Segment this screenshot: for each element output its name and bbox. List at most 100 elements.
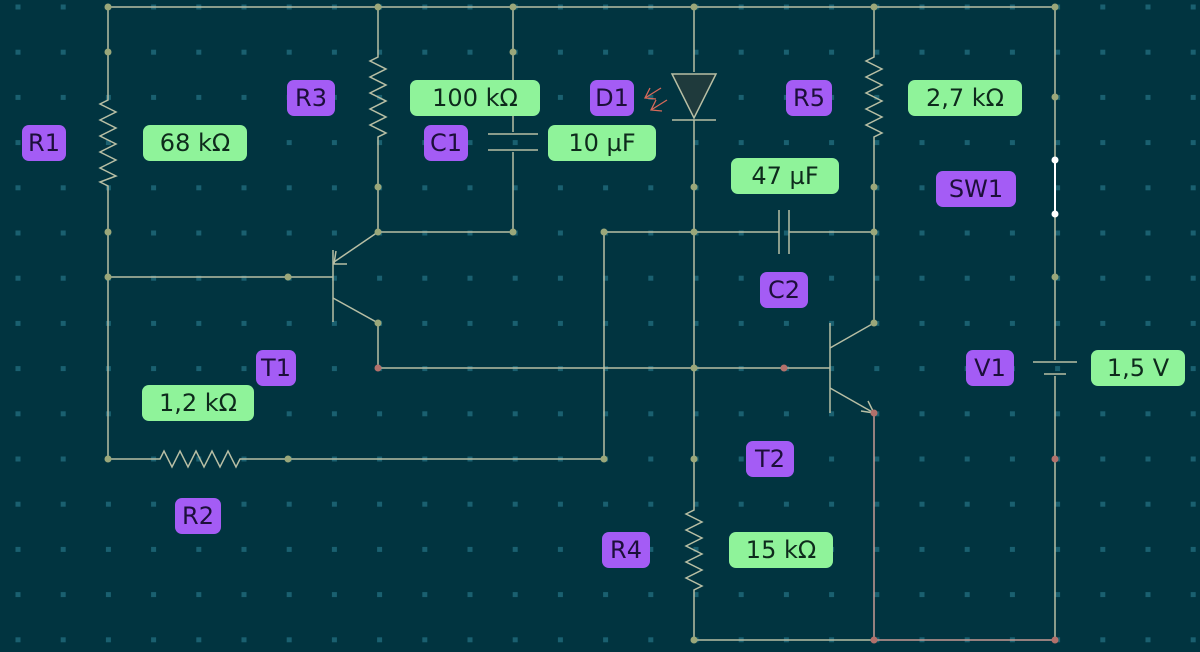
wire-node[interactable] [104, 455, 112, 463]
wire-node[interactable] [104, 3, 112, 11]
grid-dot [738, 230, 744, 236]
wire-node[interactable] [1051, 3, 1059, 11]
resistor-icon[interactable] [98, 52, 884, 595]
t2-designator-label[interactable]: T2 [746, 441, 794, 477]
grid-dot [286, 592, 292, 598]
c1-designator-label[interactable]: C1 [424, 125, 468, 161]
wire-node[interactable] [870, 228, 878, 236]
led-icon[interactable] [643, 73, 718, 121]
wire-node[interactable] [690, 636, 698, 644]
wire-node[interactable] [780, 364, 788, 372]
wire-node[interactable] [690, 3, 698, 11]
r5-value-label[interactable]: 2,7 kΩ [908, 80, 1022, 116]
wire-node[interactable] [870, 319, 878, 327]
d1-triangle[interactable] [670, 73, 718, 120]
r2-symbol[interactable] [155, 449, 243, 469]
r1-symbol[interactable] [98, 95, 118, 190]
wire-c2-node[interactable] [603, 231, 694, 459]
wire-node[interactable] [374, 319, 382, 327]
grid-dot [1190, 456, 1196, 462]
wire-node[interactable] [1051, 455, 1059, 463]
v1-designator-label[interactable]: V1 [966, 350, 1014, 386]
r4-value-label[interactable]: 15 kΩ [729, 532, 833, 568]
wire-t1-collector[interactable] [332, 297, 784, 369]
wire-node[interactable] [509, 3, 517, 11]
r1-value-label[interactable]: 68 kΩ [143, 125, 247, 161]
grid-dot [919, 501, 925, 507]
c1-value-label[interactable]: 10 µF [548, 125, 656, 161]
wire-node[interactable] [870, 409, 878, 417]
wire-node[interactable] [284, 273, 292, 281]
grid-dot [1145, 637, 1151, 643]
c2-designator-label[interactable]: C2 [760, 272, 808, 308]
grid-dot [1100, 411, 1106, 417]
r3-symbol[interactable] [368, 52, 388, 142]
d1-designator-label[interactable]: D1 [590, 80, 634, 116]
sw1-contact-bottom[interactable] [1051, 210, 1059, 218]
grid-dot [693, 411, 699, 417]
grid-dot [512, 501, 518, 507]
r4-symbol[interactable] [684, 505, 704, 595]
wire-node[interactable] [284, 455, 292, 463]
r3-value-label[interactable]: 100 kΩ [410, 80, 540, 116]
grid-dot [874, 546, 880, 552]
wire-node[interactable] [690, 364, 698, 372]
r4-designator-label[interactable]: R4 [602, 532, 650, 568]
c2-value-label[interactable]: 47 µF [731, 158, 839, 194]
grid-dot [693, 275, 699, 281]
r2-value-label[interactable]: 1,2 kΩ [142, 385, 254, 421]
grid-dot [648, 275, 654, 281]
grid-dot [1009, 230, 1015, 236]
wire-node[interactable] [600, 228, 608, 236]
grid-dot [241, 49, 247, 55]
wire-node[interactable] [104, 228, 112, 236]
wire-node[interactable] [1051, 273, 1059, 281]
wire-node[interactable] [104, 48, 112, 56]
wire-node[interactable] [600, 455, 608, 463]
wire-node[interactable] [690, 228, 698, 236]
t1-designator-label[interactable]: T1 [256, 350, 296, 386]
grid-dot [241, 592, 247, 598]
wire-node[interactable] [509, 228, 517, 236]
r5-designator-label[interactable]: R5 [786, 80, 832, 116]
d1-light-arrows [643, 87, 668, 112]
wire-node[interactable] [1051, 93, 1059, 101]
sw1-designator-label[interactable]: SW1 [936, 171, 1016, 207]
capacitor-icon[interactable] [488, 133, 790, 254]
npn-transistor-icon[interactable] [829, 323, 876, 414]
grid-dot [738, 275, 744, 281]
grid-dot [331, 366, 337, 372]
grid-dot [377, 501, 383, 507]
grid-dot [964, 456, 970, 462]
r3-designator-label[interactable]: R3 [287, 80, 335, 116]
r5-symbol[interactable] [864, 52, 884, 142]
grid-dot [783, 592, 789, 598]
wire-node[interactable] [690, 183, 698, 191]
wire-r4-bottom[interactable] [693, 595, 874, 641]
wire-node[interactable] [374, 228, 382, 236]
wire-node[interactable] [374, 3, 382, 11]
t1-emitter[interactable] [333, 231, 379, 263]
wire-node[interactable] [870, 636, 878, 644]
wire-node[interactable] [1051, 636, 1059, 644]
wire-node[interactable] [509, 48, 517, 56]
sw1-contact-top[interactable] [1051, 156, 1059, 164]
grid-dot [829, 456, 835, 462]
wire-node[interactable] [870, 183, 878, 191]
r1-designator-label[interactable]: R1 [22, 125, 66, 161]
grid-dot [919, 411, 925, 417]
battery-icon[interactable] [1033, 361, 1077, 375]
switch-icon[interactable] [1051, 156, 1059, 218]
wire-node[interactable] [690, 455, 698, 463]
wire-node[interactable] [104, 273, 112, 281]
r2-designator-label[interactable]: R2 [175, 498, 221, 534]
wire-node[interactable] [374, 183, 382, 191]
grid-dot [60, 637, 66, 643]
pnp-transistor-icon[interactable] [332, 231, 379, 322]
wire-node[interactable] [870, 3, 878, 11]
wire-node[interactable] [374, 364, 382, 372]
t2-emitter[interactable] [829, 387, 875, 414]
v1-value-label[interactable]: 1,5 V [1091, 350, 1185, 386]
